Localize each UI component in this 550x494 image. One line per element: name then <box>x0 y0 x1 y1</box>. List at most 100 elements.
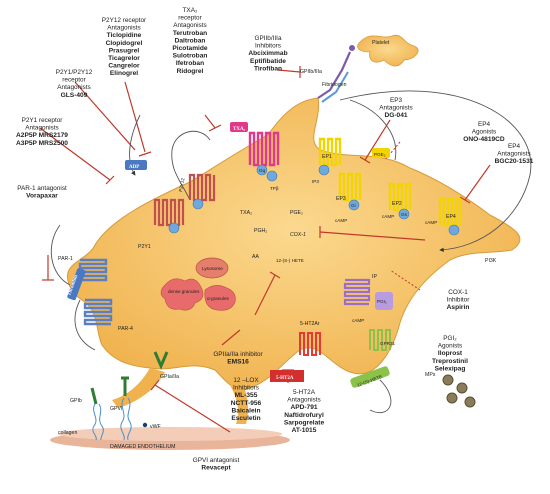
inhibition-lines <box>39 66 491 433</box>
gp2-drug: EMS16 <box>227 359 249 366</box>
lox-drug: ML-355 <box>235 392 258 399</box>
gpiib-drug: Abciximmab <box>248 50 287 57</box>
p2y12-title-line: Antagonists <box>107 25 140 32</box>
ht2a-drug: AT-1015 <box>292 427 317 434</box>
txa2-label: TXA₂ <box>240 210 252 216</box>
ep3-title-line: EP3 <box>390 97 403 104</box>
vwf-molecule <box>142 422 148 428</box>
fibrinogen-label: Fibrinogen <box>322 82 347 88</box>
aa-label: AA <box>252 254 259 260</box>
pge2-ligand-label: PGE₂ <box>374 152 386 157</box>
adp-label: ADP <box>129 165 139 170</box>
gpiib-drug: Eptifibatide <box>250 58 286 65</box>
txa2-drug: Ridogrel <box>177 68 204 75</box>
p2y12-drug: Ticagrelor <box>108 55 140 62</box>
cox1-label: COX-1 <box>290 232 306 238</box>
ep4ant-title-line: Antagonists <box>497 151 530 158</box>
ep4-label: EP4 <box>446 214 456 220</box>
ep3-title-line: Antagonists <box>379 105 412 112</box>
ht2a-receptor <box>299 332 321 356</box>
gpiibiiia-label: GPIIb/IIIa <box>300 69 322 75</box>
small-platelet <box>357 34 419 67</box>
txa2-drug: Terutroban <box>173 30 207 37</box>
txa2-title-line: Antagonists <box>173 22 206 29</box>
gpr31-label: GPR31 <box>380 341 396 346</box>
mps-label: MPs <box>425 372 436 378</box>
collagen-label: collagen <box>58 430 77 436</box>
gpia-label: GPIa/IIa <box>160 374 179 380</box>
ht2a-title-line: 5-HT2A <box>293 389 316 396</box>
p2y1p2y12-title-line: P2Y1/P2Y12 <box>56 69 93 76</box>
ht2a-drug: APD-791 <box>290 404 317 411</box>
lox-title-line: 12 –LOX <box>233 377 259 384</box>
ht2a-ligand-label: 5-HT2A <box>276 376 294 381</box>
ip-receptor <box>343 278 371 306</box>
ep4ag-title-line: Agonists <box>472 129 497 136</box>
gpiib-title-line: GPIIb/IIIa <box>255 35 282 42</box>
p2y12-drug: Ticlopidine <box>107 32 142 39</box>
gpiibiiia-receptor <box>317 45 355 103</box>
gpiib-drug: Tirofiban <box>254 65 282 72</box>
lox-drug: Esculetin <box>231 415 260 422</box>
dense-granules-label: dense granules <box>168 289 200 294</box>
platelet-label: Platelet <box>372 40 390 46</box>
ep4ag-drug: ONO-4819CD <box>463 136 505 143</box>
txa2-drug: Picotamide <box>172 45 208 52</box>
p2y1-drug: A3P5P MRS2500 <box>16 140 68 147</box>
p2y12-title-line: P2Y12 receptor <box>102 17 147 24</box>
drug-groups: P2Y12 receptorAntagonistsTiclopidineClop… <box>16 7 534 472</box>
tp-label: TPβ <box>270 186 279 191</box>
p2y1-title-line: P2Y1 receptor <box>22 117 64 124</box>
p2y12-drug: Cangrelor <box>108 63 140 70</box>
ep4ant-drug: BGC20-1531 <box>495 158 534 165</box>
gpvi-label: GPVI <box>110 406 122 412</box>
txa2-title-line: TXA₂ <box>183 7 198 14</box>
ht2a-title-line: Antagonists <box>287 397 320 404</box>
ep2-label: EP2 <box>392 201 402 207</box>
camp-down-label: cAMP <box>335 218 347 223</box>
gi-label: Gi <box>351 203 356 208</box>
endothelium-label: DAMAGED ENDOTHELIUM <box>110 444 175 450</box>
pgi2-title-line: PGI₂ <box>443 335 457 342</box>
p2y1-label: P2Y1 <box>138 244 151 250</box>
cox1-title-line: COX-1 <box>448 289 468 296</box>
cox1-drug: Aspirin <box>447 304 470 311</box>
txa2-ligand-label: TXA₂ <box>233 127 246 132</box>
gpvi-title-line: GPVI antagonist <box>193 457 240 464</box>
par1-drug: Vorapaxar <box>26 193 58 200</box>
camp-up-label: cAMP <box>382 214 394 219</box>
pgi2-drug: Treprostinil <box>432 358 468 365</box>
granules <box>160 257 236 311</box>
gp2-title-line: GPIIa/IIa inhibitor <box>213 351 263 358</box>
gpiib-title-line: Inhibitors <box>255 43 281 50</box>
par4-label: PAR-4 <box>118 326 133 332</box>
lox-title-line: Inhibitors <box>233 385 259 392</box>
collagen-fibers <box>92 397 132 441</box>
txa2-title-line: receptor <box>178 15 202 22</box>
activated-platelet <box>67 97 521 424</box>
vwf-label: vWF <box>150 424 161 430</box>
diagram-labels: Platelet GPIIb/IIIa Fibrinogen ADP TXA₂ … <box>58 40 497 450</box>
alpha-granules-label: α-granules <box>207 296 230 301</box>
microparticles <box>442 374 476 408</box>
par-receptors <box>78 258 113 326</box>
p2y1p2y12-title-line: Antagonists <box>57 84 90 91</box>
pgh2-label: PGH₂ <box>254 228 267 234</box>
gpvi-drug: Revacept <box>201 465 231 472</box>
ht2ar-label: 5-HT2Ar <box>300 321 320 327</box>
membrane-glycoproteins <box>90 351 169 405</box>
pgi2-ligand-label: PGI₂ <box>377 299 387 304</box>
ip3-label: IP3 <box>312 179 319 184</box>
par1-label: PAR-1 <box>58 256 73 262</box>
ep-receptors <box>318 137 462 227</box>
txa2-drug: Ifetroban <box>176 60 204 67</box>
cox1-title-line: Inhibitor <box>447 297 471 304</box>
pgi2-title-line: Agonists <box>438 343 463 350</box>
camp-ep4-label: cAMP <box>425 220 437 225</box>
ht2a-drug: Sarpogrelate <box>284 419 325 426</box>
g-proteins <box>168 164 460 236</box>
txa2-drug: Daltroban <box>175 37 206 44</box>
ep3-label: EP3 <box>336 196 346 202</box>
lox-drug: Baicalein <box>232 407 261 414</box>
